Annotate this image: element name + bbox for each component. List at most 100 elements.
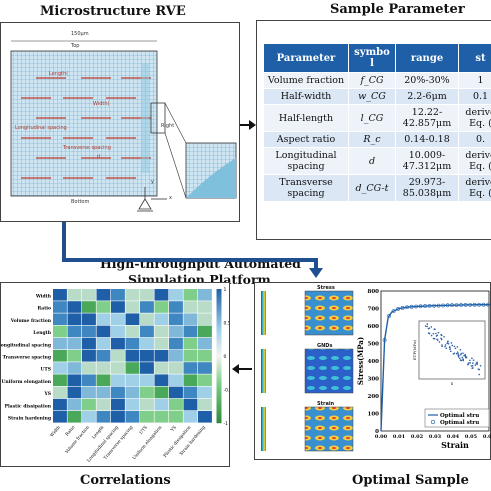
stress-strain-point [468,302,473,307]
inset-point [447,341,449,343]
heatmap-cell [125,350,140,362]
heatmap-cell [125,337,140,350]
stress-strain-point [387,314,392,318]
heatmap-cell [53,386,67,399]
heatmap-cell [67,386,82,399]
heatmap-cell [140,362,154,374]
table-row: Half-width w_CG 2.2-6μm 0.1 [263,88,491,105]
heatmap-cell [169,374,183,386]
heatmap-row-label: YS [44,391,51,397]
inset-point [428,332,431,335]
cell: Aspect ratio [263,131,349,148]
microstructure-panel: 150μm Top Bottom Right Length( Width( Lo… [0,22,240,222]
heatmap-cell [198,325,212,338]
inset-point [451,344,454,347]
stress-strain-point [459,303,464,307]
stress-strain-point [445,303,450,308]
inset-point [459,354,462,356]
arrow-to-table [240,120,256,130]
inset-point [444,345,446,348]
heatmap-cell [169,337,183,350]
heatmap-scale-tick: 1 [224,287,227,293]
inset-point [467,362,470,364]
inset-point [445,347,448,350]
heatmap-cell [67,411,82,423]
stress-strain-point [409,304,414,309]
heatmap-cell [154,398,169,411]
inset-point [469,362,471,364]
heatmap-col-label: Transverse spacing [103,425,134,461]
heatmap-row-label: Longitudinal spacing [1,342,52,348]
heatmap-cell [198,289,212,301]
contour-label-gnds: GNDs [317,343,333,349]
stress-strain-line [380,304,490,432]
inset-point [475,362,478,365]
rve-mesh [10,50,158,197]
heatmap-cell [96,350,111,362]
heatmap-cell [183,337,198,350]
heatmap-cell [198,313,212,325]
heatmap-row-label: Ratio [37,306,51,312]
heatmap-cell [96,362,111,374]
table-row: Half-length l_CG 12.22-42.857μm derive E… [263,104,491,132]
inset-plot [418,320,486,380]
stress-strain-point [477,302,482,307]
inset-x-label: ε [451,382,454,387]
y-tick-label: 500 [368,342,380,348]
header-symbol: symbo l [348,43,396,73]
heatmap-cell [111,398,125,411]
cell: 20%-30% [395,72,459,89]
heatmap-cell [154,313,169,325]
cell: d_CG-t [348,174,396,202]
stress-strain-point [382,338,387,342]
heatmap-cell [82,374,96,386]
heatmap-cell [125,313,140,325]
heatmap-cell [96,398,111,411]
inset-point [435,332,437,335]
heatmap-cell [125,301,140,313]
heatmap-col-label: Ratio [65,425,77,437]
heatmap-row-label: Strain hardening [8,416,52,422]
inset-point [444,344,447,346]
inset-point [456,346,459,348]
heatmap-cell [53,362,67,374]
heatmap-cell [53,313,67,325]
heatmap-col-label: YS [170,425,178,433]
heatmap-cell [96,411,111,423]
inset-point [446,342,448,345]
table-row: Volume fraction f_CG 20%-30% 1 [263,72,491,89]
inset-point [426,323,429,325]
cell: 12.22-42.857μm [395,104,459,132]
rve-width-param-label: Width( [93,101,110,107]
heatmap-cell [53,301,67,313]
inset-point [438,341,441,343]
x-tick-label: 0.02 [411,434,424,440]
inset-point [464,354,467,357]
cell: 10.009-47.312μm [395,147,459,175]
heatmap-col-label: Strain hardening [179,425,207,457]
inset-point [430,334,433,337]
inset-point [453,345,456,348]
inset-point [474,364,477,366]
inset-point [441,344,443,346]
heatmap-cell [96,374,111,386]
heatmap-cell [140,337,154,350]
heatmap-cell [169,362,183,374]
inset-point [454,347,457,350]
optimal-sample-title: Optimal Sample [352,473,469,488]
heatmap-cell [111,313,125,325]
heatmap-cell [154,289,169,301]
heatmap-cell [198,386,212,399]
contour-label-strain: Strain [317,401,335,407]
y-tick-label: 700 [368,307,380,313]
heatmap-cell [125,362,140,374]
inset-point [464,356,467,358]
inset-point [448,346,451,348]
cell: 0.14-0.18 [395,131,459,148]
heatmap-cell [111,301,125,313]
cell: l_CG [348,104,396,132]
heatmap-cell [140,411,154,423]
heatmap-cell [140,350,154,362]
heatmap-cell [111,386,125,399]
